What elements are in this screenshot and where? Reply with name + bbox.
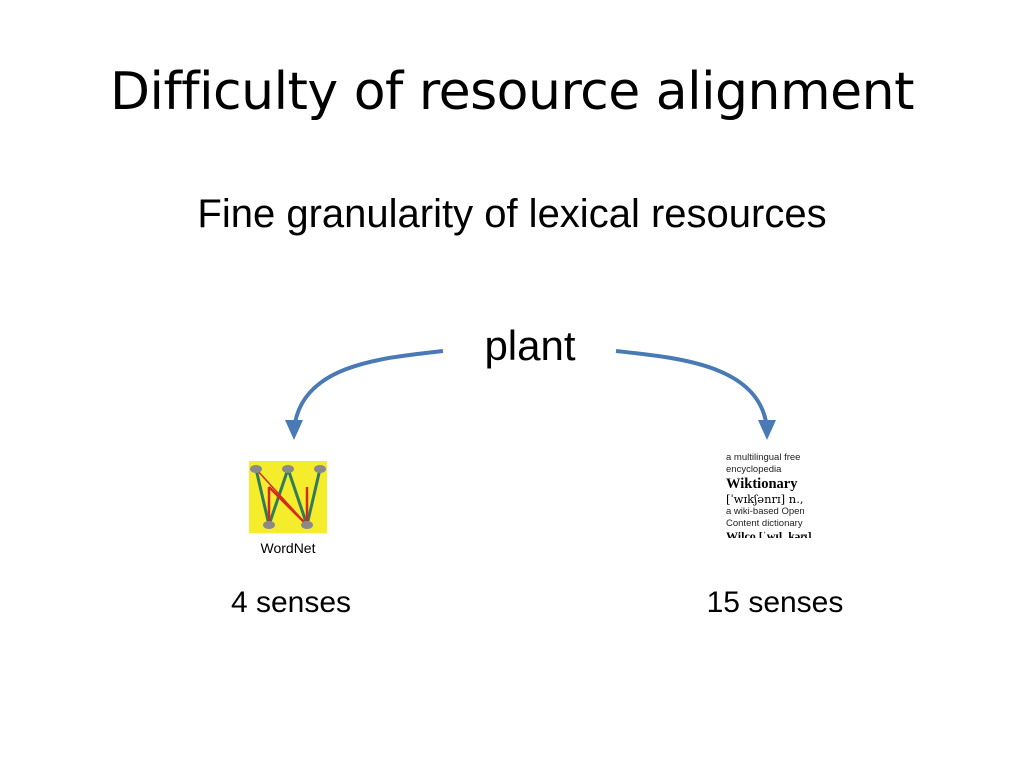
wordnet-caption: WordNet	[260, 540, 316, 556]
center-word: plant	[484, 322, 576, 369]
wiktionary-logo-line: Content dictionary	[726, 518, 803, 529]
wiktionary-logo-pronunciation: [ˈwɪkʃənrɪ] n.,	[726, 492, 804, 506]
wiktionary-logo-line: encyclopedia	[726, 464, 782, 475]
slide-title: Difficulty of resource alignment	[109, 62, 915, 122]
right-arrow	[615, 349, 769, 429]
wiktionary-logo-wordmark: Wiktionary	[726, 476, 798, 492]
wiktionary-logo-icon: a multilingual free encyclopedia Wiktion…	[726, 452, 826, 550]
left-arrow	[292, 349, 444, 431]
wiktionary-senses-count: 15 senses	[706, 586, 844, 619]
slide-subtitle: Fine granularity of lexical resources	[197, 192, 827, 236]
wordnet-senses-count: 4 senses	[230, 586, 352, 619]
left-arrowhead-icon	[285, 420, 303, 440]
wiktionary-logo-line: Wilco [ˈwɪl_kəʊ]	[726, 530, 812, 538]
right-arrowhead-icon	[758, 420, 776, 440]
wordnet-logo-icon	[249, 461, 327, 533]
wiktionary-logo-line: a multilingual free	[726, 452, 801, 463]
wiktionary-logo-line: a wiki-based Open	[726, 506, 805, 517]
